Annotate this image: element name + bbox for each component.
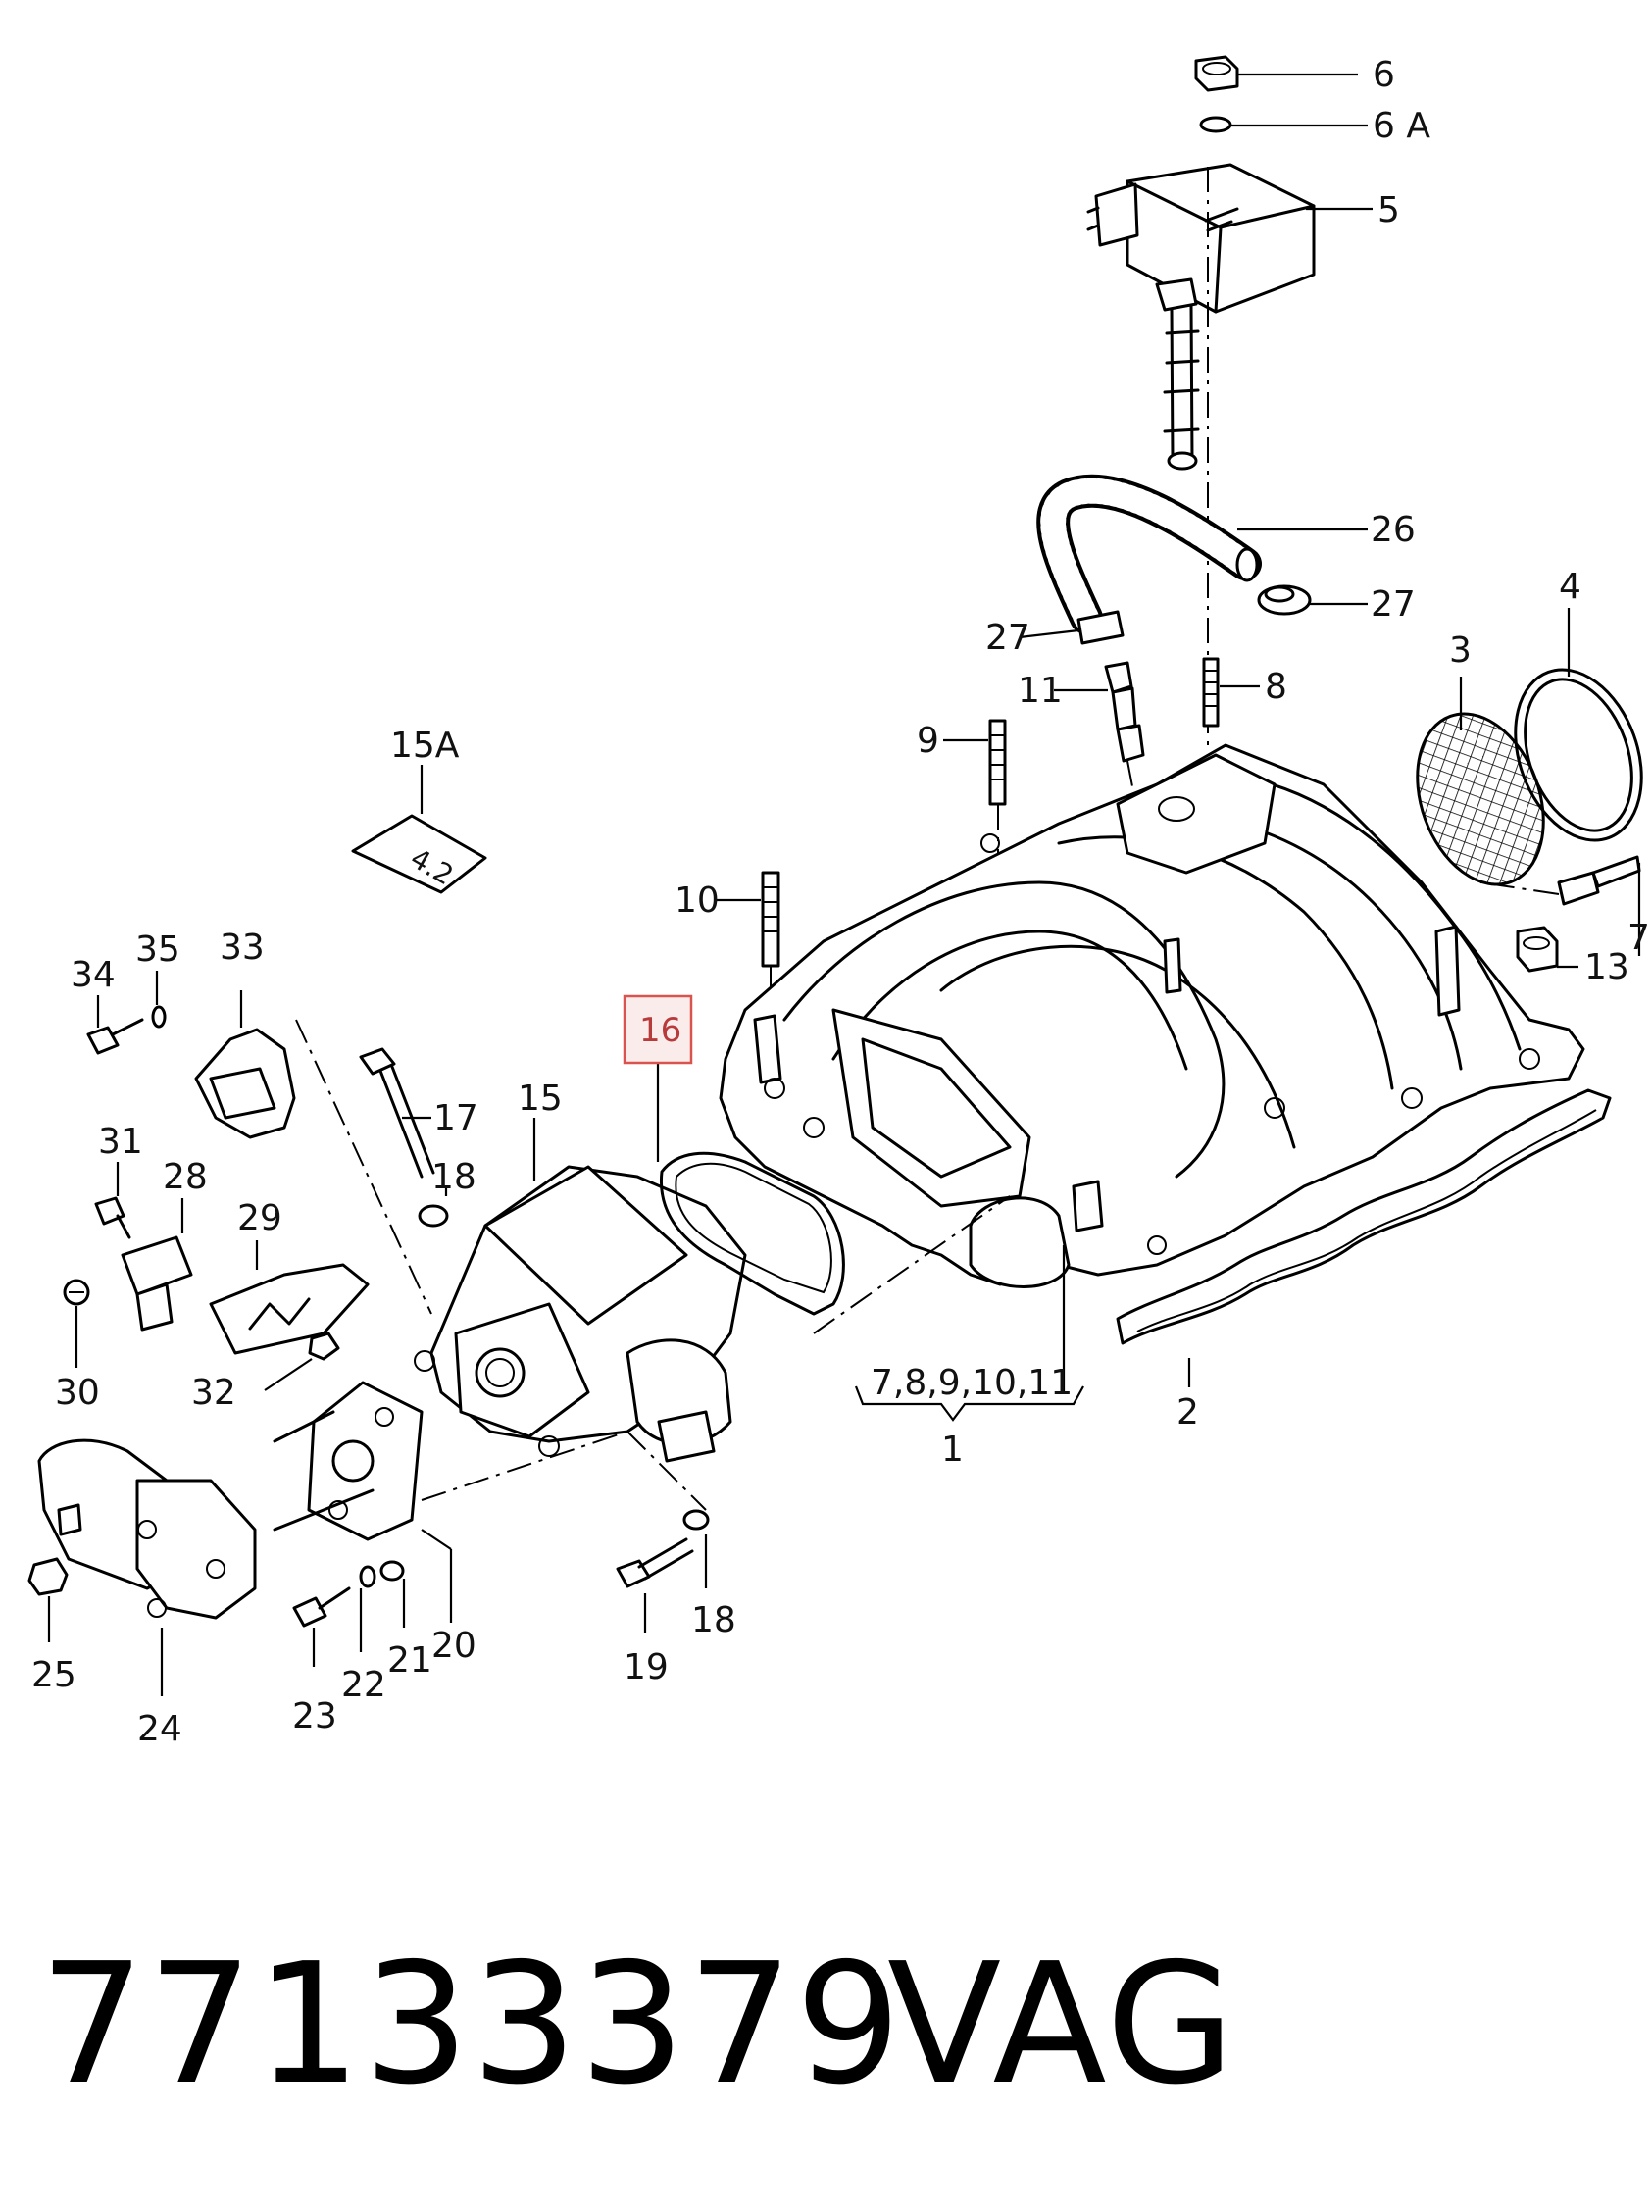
bracket-part-33	[194, 1019, 432, 1315]
callout-16: 16	[639, 1011, 681, 1050]
callout-18-bottom: 18	[691, 1600, 736, 1640]
screw-part-34	[86, 1018, 144, 1055]
washer-part-35	[151, 1005, 167, 1029]
mesh-screen-part-3	[1416, 712, 1545, 886]
washer-part-18	[418, 1204, 449, 1228]
callout-26: 26	[1371, 510, 1416, 550]
callout-32: 32	[191, 1373, 236, 1413]
nut-part-13	[1516, 926, 1559, 973]
screw-part-23	[292, 1586, 351, 1628]
nut-part-6	[1194, 55, 1239, 133]
part-number: 77133379	[39, 1928, 904, 2122]
screw-part-31	[94, 1196, 131, 1239]
callout-29: 29	[237, 1198, 282, 1238]
callout-33: 33	[220, 928, 265, 968]
stud-part-8	[1202, 657, 1220, 728]
id-plate-part-15a: 4.2	[351, 814, 487, 894]
callout-5: 5	[1377, 190, 1400, 230]
washers-part-21-22	[359, 1560, 405, 1588]
callout-17: 17	[433, 1098, 478, 1138]
callout-1: 1	[941, 1430, 964, 1470]
cover-plate-part-20	[273, 1381, 424, 1541]
stud-part-9	[988, 719, 1007, 853]
callout-13: 13	[1584, 947, 1629, 987]
highlight-box	[623, 994, 693, 1065]
callout-7: 7	[1627, 918, 1650, 958]
callout-10: 10	[675, 880, 720, 921]
throttle-gasket-part-16	[659, 1151, 845, 1316]
callout-9: 9	[917, 721, 939, 761]
callout-27-right: 27	[1371, 584, 1416, 625]
callout-6a: 6 A	[1373, 106, 1430, 146]
callout-group-7-11: 7,8,9,10,11	[871, 1363, 1073, 1403]
brand-name: VAG	[887, 1928, 1237, 2122]
nut-part-32	[308, 1332, 340, 1361]
hose-clamp-part-27	[1076, 584, 1312, 645]
callout-11: 11	[1018, 671, 1063, 711]
washer-part-18b	[682, 1509, 710, 1531]
footer: 77133379 VAG	[39, 1927, 1608, 2123]
bolt-part-19	[616, 1537, 694, 1588]
callout-35: 35	[135, 930, 180, 970]
gasket-ring-part-4	[1514, 668, 1643, 842]
callout-22: 22	[341, 1665, 386, 1705]
callout-31: 31	[98, 1122, 143, 1162]
callout-21: 21	[387, 1640, 432, 1681]
throttle-body-part-15	[414, 1165, 747, 1463]
intake-manifold-part-1	[719, 743, 1585, 1288]
callout-15a: 15A	[390, 726, 460, 766]
callout-16-highlight[interactable]: 16	[623, 994, 693, 1065]
sensor-module-part-5	[1086, 163, 1316, 471]
callout-group-1: 7,8,9,10,11 1	[854, 1363, 1084, 1470]
callout-20: 20	[431, 1626, 476, 1666]
callout-4: 4	[1559, 567, 1581, 607]
parts-exploded-diagram: 4.2	[27, 55, 1650, 1749]
callout-6: 6	[1373, 55, 1395, 95]
sensor-part-28	[121, 1235, 193, 1332]
callout-24: 24	[137, 1709, 182, 1749]
callout-28: 28	[163, 1157, 208, 1197]
idle-valve-part-24	[37, 1438, 257, 1620]
callout-27-left: 27	[985, 618, 1030, 658]
callout-34: 34	[71, 955, 116, 995]
callout-3: 3	[1449, 630, 1472, 671]
callout-8: 8	[1265, 667, 1287, 707]
nut-part-25	[27, 1557, 69, 1596]
breather-hose-part-26	[1036, 474, 1262, 634]
callout-23: 23	[292, 1696, 337, 1736]
screw-part-30	[63, 1279, 90, 1306]
callout-19: 19	[624, 1647, 669, 1687]
callout-30: 30	[55, 1373, 100, 1413]
callout-15: 15	[518, 1079, 563, 1119]
connector-nipple-part-11	[1104, 661, 1148, 864]
cover-part-29	[209, 1263, 370, 1355]
callout-2: 2	[1176, 1392, 1199, 1433]
bolt-part-17	[359, 1047, 435, 1179]
callout-18-top: 18	[431, 1157, 476, 1197]
callout-25: 25	[31, 1655, 76, 1695]
manifold-gasket-part-2	[1116, 1088, 1612, 1345]
